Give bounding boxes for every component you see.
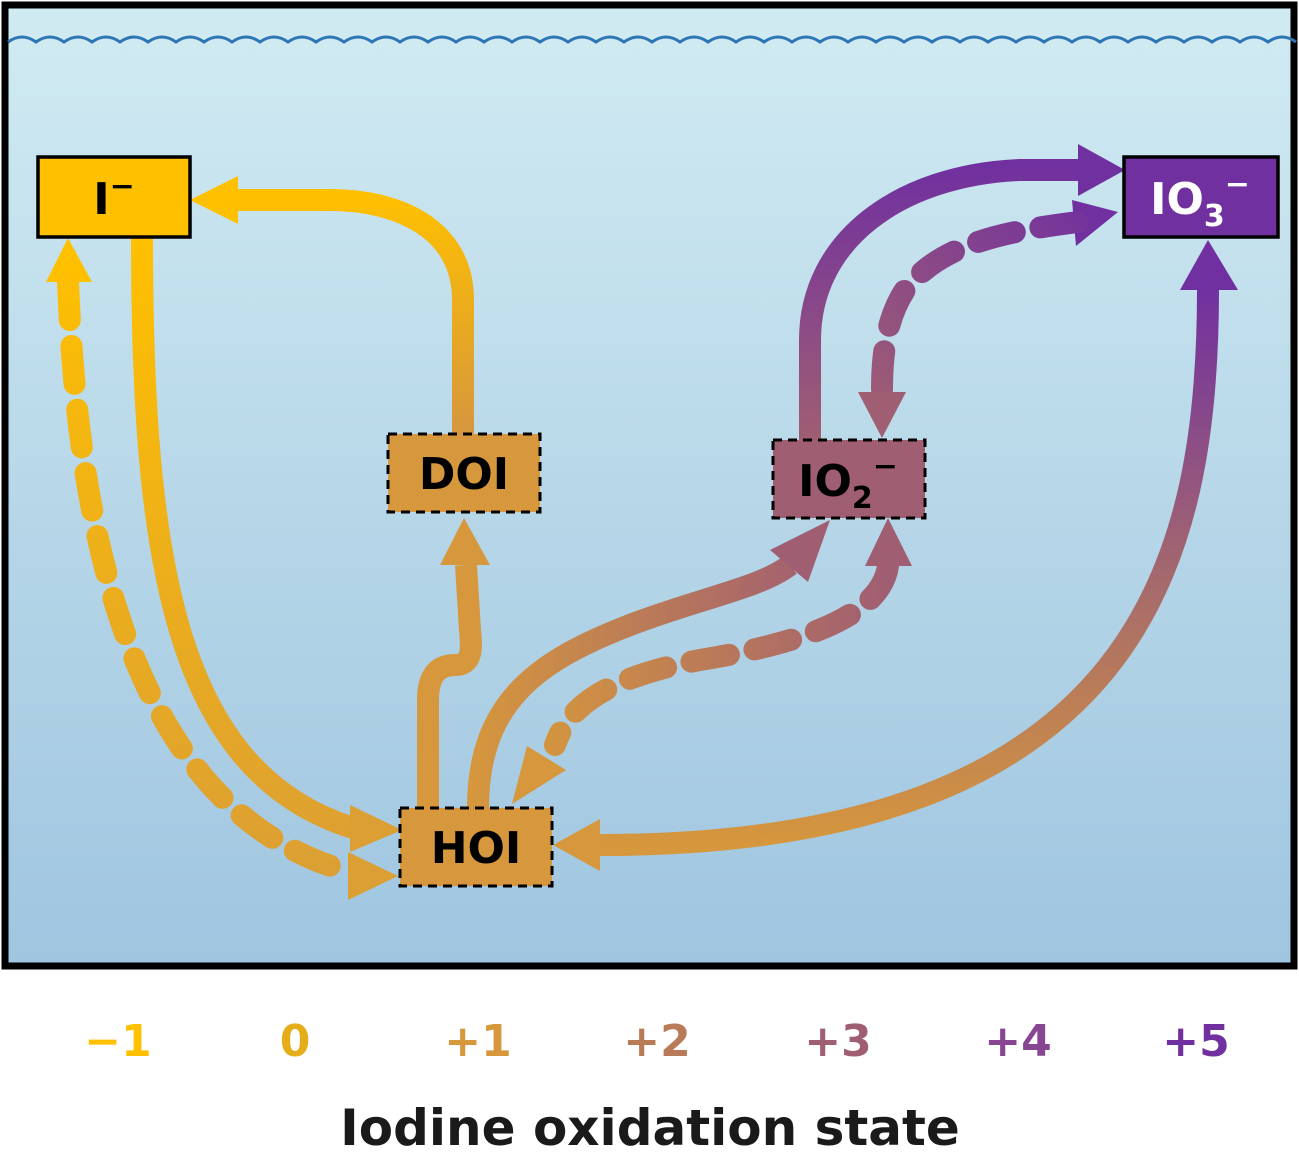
arrow-hoi-to-iodite bbox=[467, 520, 830, 809]
arrow-iodide-to-hoi bbox=[131, 227, 402, 852]
arrow-iodite-to-iodate bbox=[799, 144, 1125, 440]
node-iodate: IO3− bbox=[1122, 155, 1280, 239]
oxidation-state-plus-5: +5 bbox=[1162, 1016, 1229, 1067]
arrow-iodate-to-iodite-dashed bbox=[858, 200, 1118, 438]
node-iodate-label: IO3− bbox=[1150, 167, 1250, 234]
node-iodide: I− bbox=[36, 155, 192, 239]
water-surface-wave bbox=[7, 35, 1297, 44]
water-body bbox=[1, 1, 1298, 970]
node-hoi: HOI bbox=[398, 806, 554, 888]
axis-title: Iodine oxidation state bbox=[340, 1099, 960, 1157]
oxidation-state-plus-4: +4 bbox=[984, 1016, 1051, 1067]
oxidation-state-plus-1: +1 bbox=[444, 1016, 511, 1067]
node-iodide-label: I− bbox=[93, 169, 135, 225]
oxidation-state-plus-2: +2 bbox=[623, 1016, 690, 1067]
node-doi-box bbox=[386, 432, 542, 514]
node-iodite-label: IO2− bbox=[798, 449, 898, 516]
node-iodate-box bbox=[1122, 155, 1280, 239]
arrow-doi-to-iodide bbox=[190, 176, 474, 434]
node-doi: DOI bbox=[386, 432, 542, 514]
node-doi-label: DOI bbox=[419, 449, 509, 500]
arrow-hoi-to-doi bbox=[417, 518, 490, 808]
oxidation-state-scale: −1 0 +1 +2 +3 +4 +5 bbox=[84, 1016, 1229, 1067]
oxidation-state-0: 0 bbox=[280, 1016, 311, 1067]
node-hoi-box bbox=[398, 806, 554, 888]
node-hoi-label: HOI bbox=[431, 823, 522, 874]
arrow-hoi-to-iodide-dashed bbox=[46, 238, 398, 900]
arrow-iodite-to-hoi-dashed bbox=[512, 518, 912, 804]
oxidation-state-plus-3: +3 bbox=[804, 1016, 871, 1067]
arrow-hoi-iodate-exchange bbox=[553, 240, 1238, 871]
node-iodite-box bbox=[771, 438, 927, 520]
oxidation-state-minus-1: −1 bbox=[84, 1016, 151, 1067]
node-iodite: IO2− bbox=[771, 438, 927, 520]
node-iodide-box bbox=[36, 155, 192, 239]
